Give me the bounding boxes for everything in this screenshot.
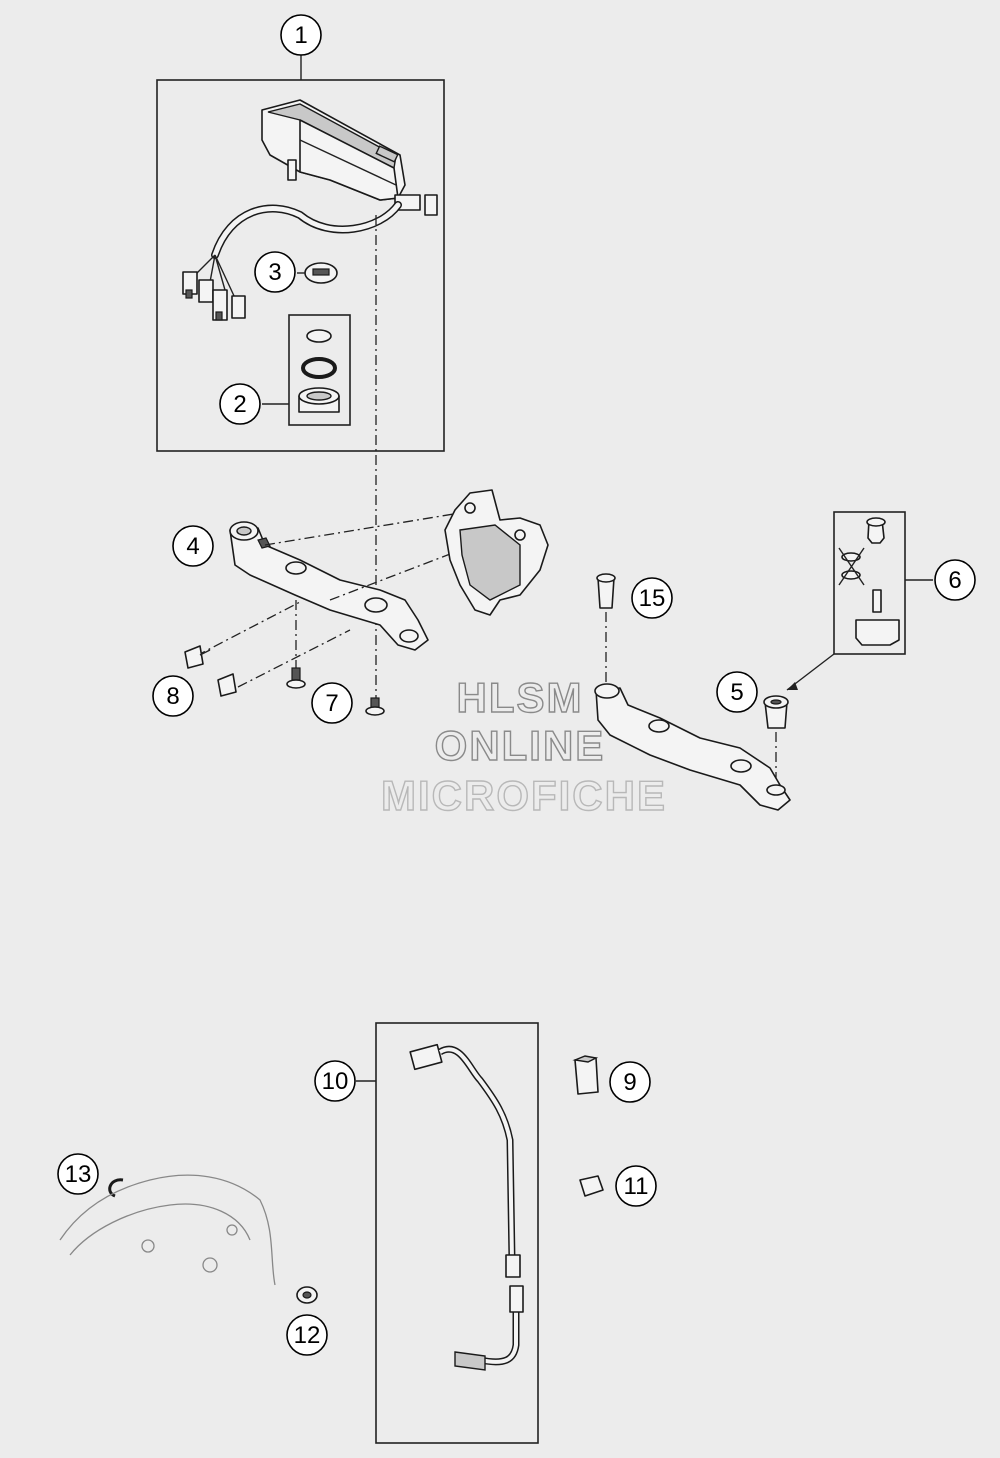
- callout-5: 5: [716, 671, 758, 713]
- callout-label: 6: [948, 567, 961, 594]
- callout-9: 9: [609, 1061, 651, 1103]
- part-2-seal-kit[interactable]: [298, 329, 340, 413]
- part-6-frame: [786, 511, 933, 691]
- part-6-grommet-kit[interactable]: [838, 517, 900, 646]
- callout-11: 11: [615, 1165, 657, 1207]
- part-5-damper[interactable]: [763, 695, 789, 729]
- callout-label: 15: [639, 585, 666, 612]
- callout-10: 10: [314, 1060, 356, 1102]
- watermark: HLSM ONLINE MICROFICHE: [380, 673, 667, 819]
- callout-label: 10: [322, 1068, 349, 1095]
- callout-label: 5: [730, 679, 743, 706]
- part-15-pin[interactable]: [596, 573, 616, 609]
- wheel-hub-outline: [59, 1174, 276, 1286]
- part-12-spacer[interactable]: [296, 1286, 318, 1304]
- guide-line-8b: [237, 629, 351, 688]
- watermark-line-2: ONLINE: [435, 722, 606, 769]
- part-9-clip[interactable]: [572, 1055, 599, 1095]
- callout-label: 4: [186, 533, 199, 560]
- screw-7a[interactable]: [286, 667, 306, 689]
- callout-label: 3: [268, 259, 281, 286]
- callout-2: 2: [219, 383, 261, 425]
- assembly-1-frame: [156, 55, 445, 452]
- part-10-frame: [356, 1022, 539, 1444]
- callout-label: 12: [294, 1322, 321, 1349]
- watermark-line-1: HLSM: [457, 674, 584, 721]
- guide-line-4a: [264, 509, 479, 546]
- callout-4: 4: [172, 525, 214, 567]
- part-3-cover[interactable]: [304, 262, 338, 284]
- screw-8b[interactable]: [217, 673, 237, 697]
- callout-8: 8: [152, 675, 194, 717]
- callout-label: 8: [166, 683, 179, 710]
- part-13-circlip[interactable]: [108, 1178, 124, 1198]
- cluster-holder[interactable]: [444, 489, 549, 616]
- callout-label: 11: [624, 1173, 649, 1200]
- callout-15: 15: [631, 577, 673, 619]
- callout-label: 1: [294, 22, 307, 49]
- callout-1: 1: [280, 14, 322, 56]
- callout-label: 13: [65, 1161, 92, 1188]
- speed-sensor-cable[interactable]: [409, 1043, 524, 1371]
- watermark-line-3: MICROFICHE: [381, 772, 667, 819]
- callout-7: 7: [311, 682, 353, 724]
- callout-label: 7: [325, 690, 338, 717]
- callout-label: 9: [623, 1069, 636, 1096]
- part-11-clip[interactable]: [579, 1175, 604, 1197]
- instrument-cluster[interactable]: [261, 99, 438, 216]
- callout-label: 2: [233, 391, 246, 418]
- mounting-bracket-left[interactable]: [229, 521, 429, 651]
- cluster-wiring-harness[interactable]: [182, 201, 402, 321]
- callout-13: 13: [57, 1153, 99, 1195]
- callout-3: 3: [254, 251, 296, 293]
- callout-12: 12: [286, 1314, 328, 1356]
- callout-6: 6: [934, 559, 976, 601]
- guide-line-8a: [195, 601, 301, 657]
- screw-8a[interactable]: [184, 645, 211, 669]
- mounting-bracket-right[interactable]: [594, 683, 791, 811]
- part-2-subframe: [262, 314, 351, 426]
- screw-7b[interactable]: [365, 697, 385, 716]
